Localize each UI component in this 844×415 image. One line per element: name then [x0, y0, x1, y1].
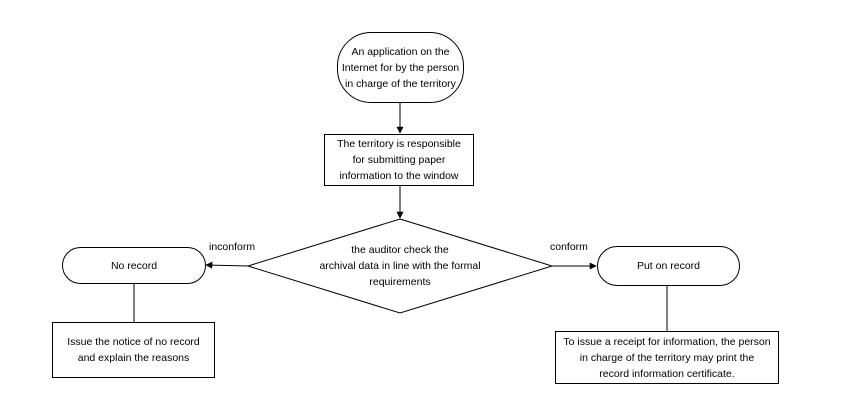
no-record-node: No record — [62, 247, 206, 284]
decision-line-2: archival data in line with the formal — [319, 260, 481, 272]
start-line-1: An application on the — [351, 45, 450, 58]
decision-line-3: requirements — [369, 276, 431, 288]
start-line-3: in charge of the territory — [345, 77, 456, 90]
put-on-record-label: Put on record — [636, 260, 701, 272]
edge-label-conform: conform — [550, 241, 588, 253]
start-node: An application on the Internet for by th… — [337, 32, 464, 103]
no-record-label: No record — [110, 259, 158, 272]
decision-diamond — [246, 218, 554, 314]
issue-notice-line-1: Issue the notice of no record — [67, 336, 200, 348]
issue-receipt-node: To issue a receipt for information, the … — [555, 331, 779, 384]
issue-notice-line-2: and explain the reasons — [77, 352, 190, 364]
arrow-decision-to-no-record — [205, 261, 249, 269]
edge-label-inconform: inconform — [209, 241, 256, 253]
submit-node: The territory is responsible for submitt… — [324, 134, 474, 186]
issue-receipt-line-2: in charge of the territory may print the — [579, 351, 755, 364]
submit-line-3: information to the window — [339, 170, 459, 182]
decision-line-1: the auditor check the — [351, 244, 449, 256]
decision-text: the auditor check the archival data in l… — [300, 242, 500, 290]
issue-receipt-line-3: record information certificate. — [599, 367, 735, 380]
issue-notice-node: Issue the notice of no record and explai… — [52, 322, 215, 378]
submit-line-2: for submitting paper — [352, 154, 446, 166]
put-on-record-node: Put on record — [597, 246, 740, 286]
submit-line-1: The territory is responsible — [337, 138, 461, 150]
start-line-2: Internet for by the person — [341, 61, 460, 74]
issue-receipt-line-1: To issue a receipt for information, the … — [563, 335, 771, 348]
